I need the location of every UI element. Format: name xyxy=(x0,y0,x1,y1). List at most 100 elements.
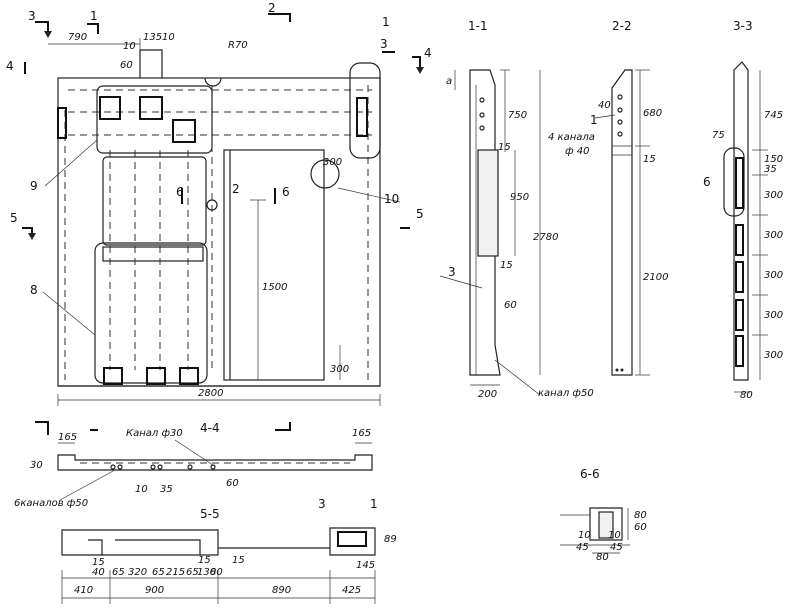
s55-65: 65 xyxy=(112,567,125,578)
s66-45a: 45 xyxy=(576,542,589,553)
s55-900: 900 xyxy=(145,585,164,596)
s66-10a: 10 xyxy=(578,530,591,541)
dim-300b: 300 xyxy=(330,364,349,375)
mark-5-right: 5 xyxy=(416,207,424,221)
s33-75: 75 xyxy=(712,130,725,141)
section-4-4 xyxy=(35,421,373,501)
zone-9 xyxy=(96,85,213,154)
title-4-4: 4-4 xyxy=(200,421,220,435)
s33-300-2: 300 xyxy=(764,230,783,241)
s44-165b: 165 xyxy=(352,428,371,439)
section-2-2 xyxy=(594,69,650,376)
section-5-5 xyxy=(61,527,376,604)
top-tenon xyxy=(139,49,163,78)
mark-2-top: 2 xyxy=(268,1,276,15)
mark-5-left: 5 xyxy=(10,211,18,225)
s11-60: 60 xyxy=(504,300,517,311)
s22-channels-1: 4 канала xyxy=(548,132,595,143)
section-3-3-outline xyxy=(733,61,749,381)
section-3-3 xyxy=(723,61,768,393)
zone-1-3 xyxy=(349,62,381,159)
mark-3-top: 3 xyxy=(28,9,36,23)
s33-80: 80 xyxy=(740,390,753,401)
s11-label-3: 3 xyxy=(448,265,456,279)
section-1-1-outline xyxy=(469,69,501,376)
s11-2780: 2780 xyxy=(533,232,558,243)
s55-410: 410 xyxy=(74,585,93,596)
s33-label-6: 6 xyxy=(703,175,711,189)
block-3 xyxy=(172,119,196,143)
s44-channels: 6каналов ф50 xyxy=(14,498,88,509)
s11-750: 750 xyxy=(508,110,527,121)
door-handle xyxy=(206,199,218,211)
section-4-4-outline xyxy=(57,454,373,471)
dim-135: 135 xyxy=(143,32,162,43)
s22-label-1: 1 xyxy=(590,113,598,127)
s11-200: 200 xyxy=(478,389,497,400)
s11-950: 950 xyxy=(510,192,529,203)
s33-300-3: 300 xyxy=(764,270,783,281)
title-1-1: 1-1 xyxy=(468,19,488,33)
dim-10a: 10 xyxy=(123,41,136,52)
dim-1500: 1500 xyxy=(262,282,287,293)
callout-9: 9 xyxy=(30,179,38,193)
s33-150: 150 xyxy=(764,154,783,165)
dim-r70: R70 xyxy=(228,40,248,51)
s55-130: 130 xyxy=(197,567,216,578)
s33-300-4: 300 xyxy=(764,310,783,321)
s11-a: a xyxy=(446,76,452,87)
callout-3: 3 xyxy=(380,37,388,51)
s44-35: 35 xyxy=(160,484,173,495)
s55-15b: 15 xyxy=(198,555,211,566)
s55-15c: 15 xyxy=(232,555,245,566)
s22-15: 15 xyxy=(643,154,656,165)
mark-1-right: 1 xyxy=(382,15,390,29)
s55-80: 80 xyxy=(210,567,223,578)
s66-80b: 80 xyxy=(634,510,647,521)
title-6-6: 6-6 xyxy=(580,467,600,481)
dim-300: 300 xyxy=(323,157,342,168)
s55-145: 145 xyxy=(356,560,375,571)
s22-2100: 2100 xyxy=(643,272,668,283)
section-6-6-outline xyxy=(589,507,623,541)
section-6-6 xyxy=(560,507,630,554)
s55-label-1: 1 xyxy=(370,497,378,511)
detail-10-circle xyxy=(310,159,340,189)
dim-790: 790 xyxy=(68,32,87,43)
labels: 3 1 2 1 4 4 5 5 6 6 790 10 135 10 60 R70… xyxy=(6,1,783,596)
s55-890: 890 xyxy=(272,585,291,596)
s44-10: 10 xyxy=(135,484,148,495)
mark-6-left: 6 xyxy=(176,185,184,199)
s55-320: 320 xyxy=(128,567,147,578)
title-3-3: 3-3 xyxy=(733,19,753,33)
s44-30: 30 xyxy=(30,460,43,471)
s66-60: 60 xyxy=(634,522,647,533)
block-2 xyxy=(139,96,163,120)
s66-45b: 45 xyxy=(610,542,623,553)
s11-channel: канал ф50 xyxy=(538,388,594,399)
s11-15: 15 xyxy=(498,142,511,153)
s55-40: 40 xyxy=(92,567,105,578)
callout-10: 10 xyxy=(384,192,399,206)
mark-4-left: 4 xyxy=(6,59,14,73)
s55-65c: 65 xyxy=(186,567,199,578)
zone-8 xyxy=(94,242,208,384)
callout-2: 2 xyxy=(232,182,240,196)
s33-300-5: 300 xyxy=(764,350,783,361)
mark-1-top: 1 xyxy=(90,9,98,23)
front-elevation xyxy=(22,13,424,406)
s44-channel: Канал ф30 xyxy=(126,428,183,439)
section-5-5-left xyxy=(61,529,219,556)
s55-215: 215 xyxy=(166,567,185,578)
block-1 xyxy=(99,96,121,120)
title-5-5: 5-5 xyxy=(200,507,220,521)
s22-40: 40 xyxy=(598,100,611,111)
window-upper xyxy=(102,156,207,246)
s11-15b: 15 xyxy=(500,260,513,271)
s33-300-1: 300 xyxy=(764,190,783,201)
dim-10b: 10 xyxy=(162,32,175,43)
s44-165a: 165 xyxy=(58,432,77,443)
s66-10b: 10 xyxy=(608,530,621,541)
door-opening xyxy=(223,149,325,381)
s55-15a: 15 xyxy=(92,557,105,568)
